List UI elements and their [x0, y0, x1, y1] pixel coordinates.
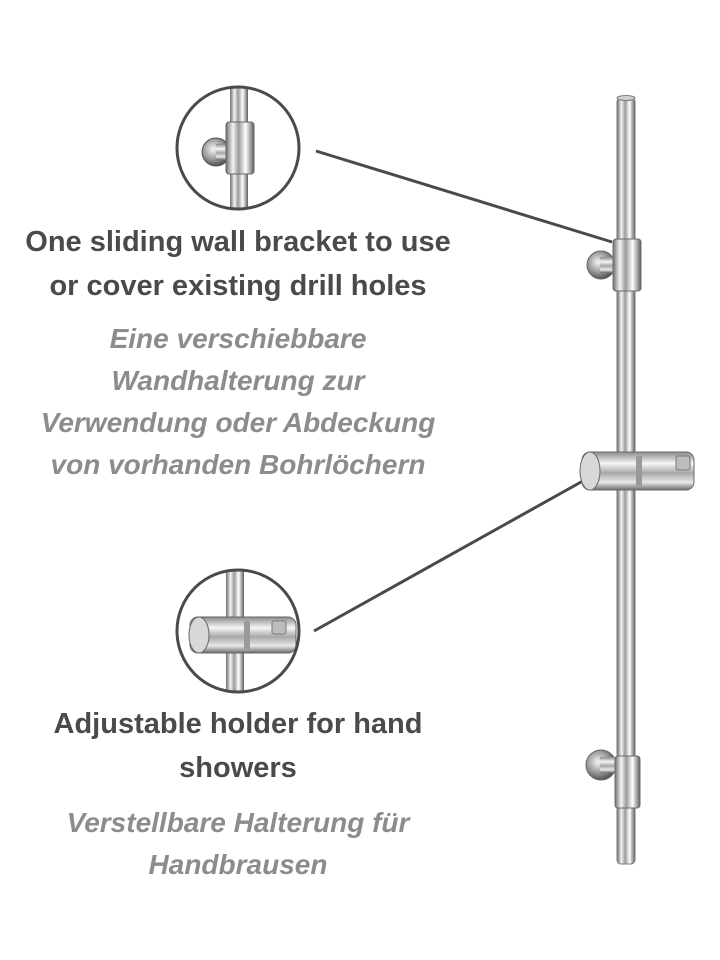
- adjustable-holder: [579, 451, 695, 491]
- bracket-heading-line-2: or cover existing drill holes: [49, 270, 427, 302]
- holder-subheading-line-1: Verstellbare Halterung für: [66, 807, 410, 838]
- holder-heading-line-1: Adjustable holder for hand: [53, 708, 423, 740]
- holder-subheading: Verstellbare Halterung für Handbrausen: [0, 802, 476, 886]
- magnifier-holder-detail: [175, 568, 301, 694]
- holder-heading: Adjustable holder for hand showers: [0, 702, 476, 790]
- holder-heading-line-2: showers: [179, 752, 297, 784]
- top-wall-bracket: [586, 238, 642, 292]
- bracket-subheading-line-3: Verwendung oder Abdeckung: [40, 407, 436, 438]
- magnifier-bracket-detail: [175, 85, 301, 211]
- holder-subheading-line-2: Handbrausen: [148, 849, 328, 880]
- bottom-wall-bracket: [585, 749, 641, 809]
- bracket-subheading: Eine verschiebbare Wandhalterung zur Ver…: [0, 318, 476, 486]
- bracket-heading: One sliding wall bracket to use or cover…: [0, 220, 476, 308]
- bracket-subheading-line-4: von vorhanden Bohrlöchern: [50, 449, 426, 480]
- bracket-subheading-line-2: Wandhalterung zur: [111, 365, 365, 396]
- bracket-heading-line-1: One sliding wall bracket to use: [25, 226, 451, 258]
- leader-line-bracket: [315, 149, 613, 244]
- leader-line-holder: [313, 475, 591, 633]
- bracket-subheading-line-1: Eine verschiebbare: [109, 323, 367, 354]
